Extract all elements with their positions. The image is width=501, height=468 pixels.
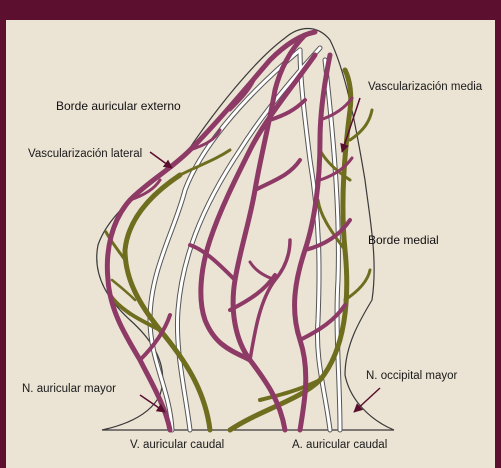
label-n-auricular-mayor: N. auricular mayor — [22, 383, 116, 395]
label-a-auricular-caudal: A. auricular caudal — [292, 439, 387, 451]
label-borde-auricular-externo: Borde auricular externo — [56, 99, 181, 113]
label-borde-medial: Borde medial — [368, 233, 439, 247]
label-v-auricular-caudal: V. auricular caudal — [130, 439, 224, 451]
arteries — [107, 32, 352, 430]
label-vascularizacion-media: Vascularización media — [368, 81, 483, 93]
arrow-n-occipital-mayor — [354, 388, 380, 412]
label-n-occipital-mayor: N. occipital mayor — [366, 370, 458, 382]
label-vascularizacion-lateral: Vascularización lateral — [28, 148, 142, 160]
arrow-vascularizacion-lateral — [150, 152, 172, 168]
